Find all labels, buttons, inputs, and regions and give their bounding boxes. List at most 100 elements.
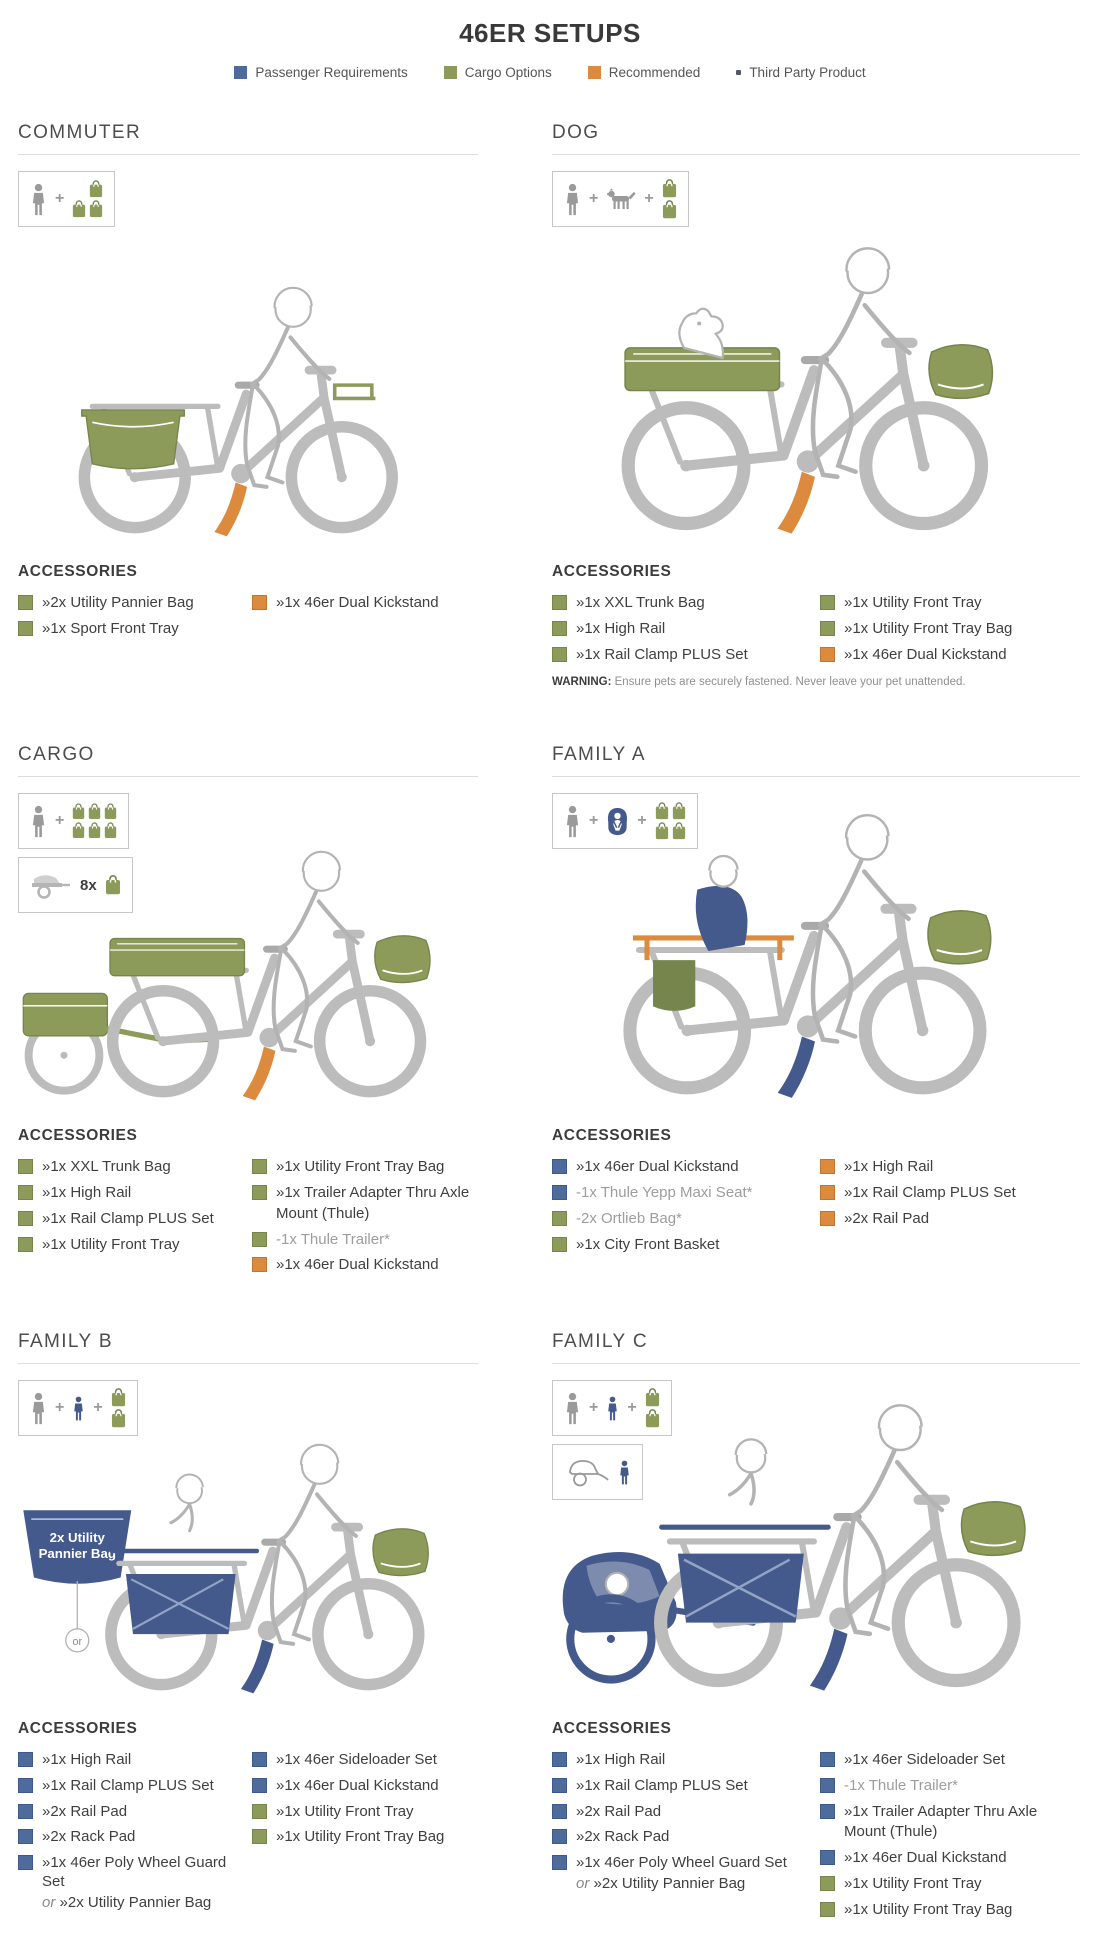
child-icon bbox=[606, 1396, 619, 1421]
or-label: or bbox=[576, 1874, 594, 1892]
accessories-column: »1x Utility Front Tray Bag»1x Trailer Ad… bbox=[252, 1158, 478, 1275]
accessories-columns: »1x XXL Trunk Bag»1x High Rail»1x Rail C… bbox=[18, 1158, 478, 1275]
accessory-item: »1x Utility Front Tray bbox=[252, 1803, 478, 1822]
accessory-label: »1x Rail Clamp PLUS Set bbox=[844, 1184, 1016, 1201]
blue-square-icon bbox=[552, 1752, 567, 1767]
plus-icon: + bbox=[627, 1399, 637, 1416]
accessories-columns: »1x High Rail »1x Rail Clamp PLUS Set »2x … bbox=[18, 1751, 478, 1912]
accessory-lines: -1x Thule Trailer* bbox=[276, 1231, 390, 1250]
requirement-badge-box: ++ bbox=[552, 1380, 672, 1436]
svg-text:or: or bbox=[73, 1636, 83, 1648]
accessory-label: »1x 46er Dual Kickstand bbox=[276, 594, 439, 611]
accessories-heading: ACCESSORIES bbox=[552, 1720, 672, 1737]
accessory-lines: »1x 46er Dual Kickstand bbox=[276, 594, 439, 613]
accessory-lines: »1x Rail Clamp PLUS Set bbox=[42, 1777, 214, 1796]
accessory-lines: »1x Utility Front Tray bbox=[276, 1803, 414, 1822]
accessory-label: »1x Utility Front Tray Bag bbox=[276, 1828, 445, 1846]
accessory-sublabel-text: »2x Utility Pannier Bag bbox=[59, 1893, 212, 1911]
accessories-column: »1x XXL Trunk Bag»1x High Rail»1x Rail C… bbox=[552, 594, 812, 664]
orange-square-icon bbox=[820, 646, 835, 662]
accessory-item: -1x Thule Trailer* bbox=[820, 1777, 1080, 1796]
accessories-column: »1x XXL Trunk Bag»1x High Rail»1x Rail C… bbox=[18, 1158, 244, 1254]
requirement-badges: ++ bbox=[18, 1380, 138, 1436]
accessory-label: »1x High Rail bbox=[42, 1751, 132, 1768]
accessory-item: »1x 46er Dual Kickstand bbox=[252, 594, 478, 613]
green-square-icon bbox=[252, 1803, 267, 1819]
accessory-lines: »2x Utility Pannier Bag bbox=[42, 594, 194, 613]
accessory-item: »1x Sport Front Tray bbox=[18, 620, 244, 639]
accessory-item: »1x Utility Front Tray bbox=[18, 1236, 244, 1255]
green-square-icon bbox=[252, 1185, 267, 1200]
person-icon bbox=[564, 1392, 581, 1425]
accessory-lines: »1x High Rail bbox=[576, 620, 665, 639]
legend-item: Recommended bbox=[587, 65, 700, 80]
accessories-block: ACCESSORIES »1x High Rail»1x Rail Clamp … bbox=[18, 1720, 478, 1912]
accessory-label: »1x 46er Dual Kickstand bbox=[576, 1158, 739, 1176]
green-square-icon bbox=[18, 1210, 33, 1226]
accessories-heading: ACCESSORIES bbox=[552, 1127, 672, 1145]
accessory-lines: »1x Sport Front Tray bbox=[42, 620, 179, 639]
requirement-badge-box: + bbox=[18, 171, 116, 227]
legend-item: Third Party Product bbox=[736, 65, 866, 80]
accessory-label: »2x Rack Pad bbox=[42, 1828, 136, 1846]
accessories-column: »1x Utility Front Tray»1x Utility Front … bbox=[820, 594, 1080, 664]
orange-square-icon bbox=[820, 1210, 835, 1226]
accessory-item: »1x High Rail bbox=[552, 1751, 812, 1770]
bike-illustration: ++ bbox=[552, 777, 1080, 1119]
accessories-column: »1x High Rail »1x Rail Clamp PLUS Set »2x … bbox=[18, 1751, 244, 1912]
accessory-item: »1x Utility Front Tray Bag bbox=[252, 1828, 478, 1847]
accessory-item: »1x 46er Dual Kickstand bbox=[820, 646, 1080, 665]
setup-section-family_c: FAMILY C ++ ACCESSORIES »1x High Rail»1x… bbox=[552, 1331, 1080, 1919]
green-square-icon bbox=[820, 1901, 835, 1917]
green-square-icon bbox=[18, 1185, 33, 1200]
plus-icon: + bbox=[637, 812, 647, 830]
accessory-item: »1x Rail Clamp PLUS Set bbox=[18, 1777, 244, 1796]
section-divider bbox=[552, 154, 1080, 155]
accessory-item: »1x 46er Dual Kickstand bbox=[252, 1256, 478, 1275]
requirement-badge-box: ++ bbox=[552, 793, 698, 850]
accessory-label: -1x Thule Trailer* bbox=[844, 1776, 958, 1794]
section-title: DOG bbox=[552, 122, 600, 143]
accessory-label: »1x Utility Front Tray bbox=[42, 1235, 180, 1253]
section-title: FAMILY A bbox=[552, 744, 646, 766]
setup-section-family_a: FAMILY A ++ ACCESSORIES »1x 46er Dual Ki… bbox=[552, 744, 1080, 1275]
accessories-block: ACCESSORIES »2x Utility Pannier Bag»1x S… bbox=[18, 563, 478, 639]
accessory-lines: »1x Utility Front Tray bbox=[844, 1875, 982, 1894]
svg-text:Pannier Bag: Pannier Bag bbox=[39, 1546, 116, 1561]
green-square-icon bbox=[18, 620, 33, 636]
bike-scene bbox=[552, 1364, 1080, 1712]
accessory-lines: »1x High Rail bbox=[576, 1751, 665, 1770]
trailer-outline-icon bbox=[564, 1457, 610, 1487]
legend-label: Passenger Requirements bbox=[255, 65, 408, 80]
accessory-label: »2x Rail Pad bbox=[844, 1209, 930, 1227]
accessory-item: »1x Rail Clamp PLUS Set bbox=[820, 1184, 1080, 1203]
accessory-label: »1x Rail Clamp PLUS Set bbox=[42, 1209, 214, 1227]
accessory-label: »1x Rail Clamp PLUS Set bbox=[42, 1776, 214, 1794]
accessory-label: »1x XXL Trunk Bag bbox=[576, 594, 705, 611]
blue-square-icon bbox=[252, 1777, 267, 1793]
green-square-icon bbox=[820, 595, 835, 610]
accessory-lines: »1x High Rail bbox=[42, 1751, 131, 1770]
accessory-lines: -1x Thule Yepp Maxi Seat* bbox=[576, 1184, 753, 1203]
accessory-item: »1x 46er Dual Kickstand bbox=[552, 1158, 812, 1177]
orange-square-icon bbox=[252, 595, 267, 610]
accessory-lines: »1x Utility Front Tray bbox=[42, 1236, 180, 1255]
green-square-icon bbox=[252, 1829, 267, 1845]
accessory-item: »1x Utility Front Tray Bag bbox=[820, 1901, 1080, 1920]
child-seat-icon bbox=[606, 807, 629, 836]
accessory-item: »1x High Rail bbox=[18, 1184, 244, 1203]
accessory-lines: »1x XXL Trunk Bag bbox=[576, 594, 705, 613]
accessory-label: »1x 46er Poly Wheel Guard Set bbox=[576, 1854, 787, 1871]
requirement-badge-box: ++ bbox=[18, 1380, 138, 1436]
section-title: COMMUTER bbox=[18, 122, 142, 143]
accessory-sublabel-text: Mount (Thule) bbox=[844, 1823, 938, 1841]
requirement-badges: ++ bbox=[552, 793, 698, 850]
section-divider bbox=[18, 776, 478, 778]
accessory-lines: »2x Rail Pad bbox=[576, 1803, 661, 1822]
green-square-icon bbox=[18, 595, 33, 610]
accessory-label: »1x Sport Front Tray bbox=[42, 619, 179, 637]
